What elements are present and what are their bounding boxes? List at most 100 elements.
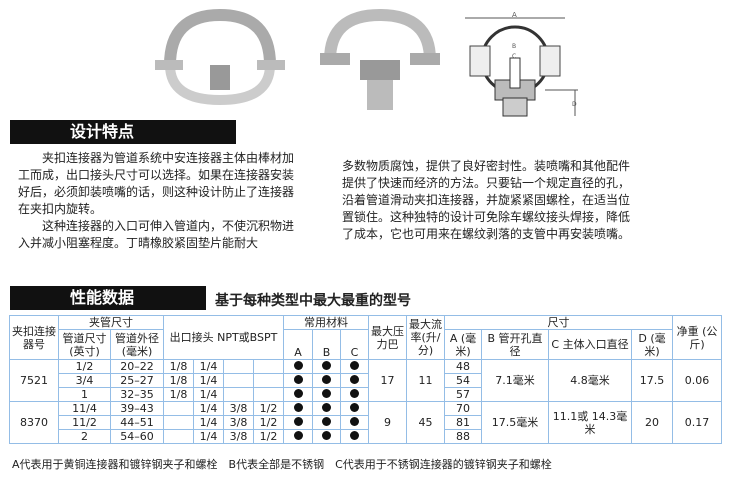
dim-d-cell: 20 bbox=[631, 401, 673, 444]
pipe-size-cell: 2 bbox=[58, 429, 111, 444]
header-dim-d: D (毫米) bbox=[631, 329, 673, 360]
weight-cell: 0.06 bbox=[672, 359, 722, 402]
filled-dot-icon bbox=[293, 361, 303, 370]
paragraph: 夹扣连接器为管道系统中安连接器主体由棒材加工而成，出口接头尺寸可以选择。如果在连… bbox=[18, 151, 295, 216]
header-flow: 最大流率(升/分) bbox=[406, 315, 445, 360]
material-cell bbox=[312, 429, 341, 444]
flow-cell: 45 bbox=[406, 401, 445, 444]
outlet-cell: 3/8 bbox=[223, 429, 254, 444]
outlet-cell: 1/2 bbox=[253, 401, 284, 416]
pipe-od-cell: 44–51 bbox=[110, 415, 164, 430]
dim-c-cell: 11.1或 14.3毫米 bbox=[548, 401, 632, 444]
flow-cell: 11 bbox=[406, 359, 445, 402]
dim-a-cell: 70 bbox=[444, 401, 482, 416]
material-cell bbox=[340, 373, 369, 388]
filled-dot-icon bbox=[322, 403, 331, 412]
dim-a-cell: 57 bbox=[444, 387, 482, 402]
header-outlet: 出口接头 NPT或BSPT bbox=[163, 315, 284, 360]
clamp-photo-2 bbox=[320, 8, 440, 110]
dim-a-cell: 81 bbox=[444, 415, 482, 430]
filled-dot-icon bbox=[293, 431, 303, 440]
weight-cell: 0.17 bbox=[672, 401, 722, 444]
material-cell bbox=[312, 387, 341, 402]
header-clamp: 夹管尺寸 bbox=[58, 315, 164, 330]
table-subtitle: 基于每种类型中最大最重的型号 bbox=[215, 293, 411, 309]
material-cell bbox=[340, 401, 369, 416]
filled-dot-icon bbox=[293, 417, 303, 426]
pipe-size-cell: 1/2 bbox=[58, 359, 111, 374]
outlet-cell bbox=[163, 401, 194, 416]
outlet-cell: 1/4 bbox=[193, 387, 224, 402]
filled-dot-icon bbox=[322, 361, 331, 370]
material-cell bbox=[283, 373, 313, 388]
dim-a-cell: 48 bbox=[444, 359, 482, 374]
material-cell bbox=[283, 415, 313, 430]
dim-d-cell: 17.5 bbox=[631, 359, 673, 402]
pipe-size-cell: 11/2 bbox=[58, 415, 111, 430]
header-mat-c: C bbox=[340, 329, 369, 360]
pipe-od-cell: 32–35 bbox=[110, 387, 164, 402]
pipe-size-cell: 11/4 bbox=[58, 401, 111, 416]
filled-dot-icon bbox=[350, 389, 359, 398]
section-title-performance: 性能数据 bbox=[10, 286, 206, 310]
material-cell bbox=[312, 359, 341, 374]
outlet-cell bbox=[223, 373, 254, 388]
filled-dot-icon bbox=[322, 417, 331, 426]
outlet-cell: 1/4 bbox=[193, 415, 224, 430]
svg-text:D: D bbox=[572, 101, 577, 108]
svg-text:A: A bbox=[512, 11, 517, 19]
material-cell bbox=[283, 387, 313, 402]
material-cell bbox=[312, 373, 341, 388]
filled-dot-icon bbox=[350, 403, 359, 412]
outlet-cell: 1/8 bbox=[163, 373, 194, 388]
dim-a-cell: 88 bbox=[444, 429, 482, 444]
header-dim-a: A (毫米) bbox=[444, 329, 482, 360]
header-dim-b: B 管开孔直径 bbox=[481, 329, 549, 360]
filled-dot-icon bbox=[350, 417, 359, 426]
outlet-cell: 1/8 bbox=[163, 359, 194, 374]
paragraph: 这种连接器的入口可伸入管道内，不使沉积物进入并减小阻塞程度。丁晴橡胶紧固垫片能耐… bbox=[18, 219, 295, 250]
header-model: 夹扣连接器号 bbox=[9, 315, 59, 360]
footnote: A代表用于黄铜连接器和镀锌钢夹子和螺栓 B代表全部是不锈钢 C代表用于不锈钢连接… bbox=[12, 458, 552, 471]
outlet-cell bbox=[163, 429, 194, 444]
header-pipe-size: 管道尺寸(英寸) bbox=[58, 329, 111, 360]
outlet-cell bbox=[253, 387, 284, 402]
dimension-drawing: A B C D bbox=[465, 11, 578, 117]
header-dim-c: C 主体入口直径 bbox=[548, 329, 632, 360]
pipe-size-cell: 3/4 bbox=[58, 373, 111, 388]
header-pressure: 最大压力巴 bbox=[368, 315, 407, 360]
pipe-od-cell: 54–60 bbox=[110, 429, 164, 444]
material-cell bbox=[312, 401, 341, 416]
outlet-cell bbox=[253, 359, 284, 374]
filled-dot-icon bbox=[350, 361, 359, 370]
svg-text:B: B bbox=[512, 43, 516, 50]
dim-c-cell: 4.8毫米 bbox=[548, 359, 632, 402]
section-title-design: 设计特点 bbox=[10, 120, 236, 144]
design-text-right: 多数物质腐蚀，提供了良好密封性。装喷嘴和其他配件提供了快速而经济的方法。只要钻一… bbox=[342, 159, 631, 241]
material-cell bbox=[340, 359, 369, 374]
filled-dot-icon bbox=[350, 375, 359, 384]
outlet-cell: 1/4 bbox=[193, 373, 224, 388]
filled-dot-icon bbox=[293, 389, 303, 398]
outlet-cell bbox=[223, 387, 254, 402]
header-mat-b: B bbox=[312, 329, 341, 360]
dim-b-cell: 17.5毫米 bbox=[481, 401, 549, 444]
material-cell bbox=[340, 429, 369, 444]
model-cell: 7521 bbox=[9, 359, 59, 402]
header-dims: 尺寸 bbox=[444, 315, 673, 330]
outlet-cell bbox=[223, 359, 254, 374]
outlet-cell: 1/4 bbox=[193, 359, 224, 374]
header-mat-a: A bbox=[283, 329, 313, 360]
dim-a-cell: 54 bbox=[444, 373, 482, 388]
material-cell bbox=[312, 415, 341, 430]
outlet-cell: 3/8 bbox=[223, 401, 254, 416]
outlet-cell: 1/4 bbox=[193, 429, 224, 444]
model-cell: 8370 bbox=[9, 401, 59, 444]
performance-table: 夹扣连接器号 夹管尺寸 出口接头 NPT或BSPT 常用材料 最大压力巴 最大流… bbox=[9, 315, 722, 444]
svg-text:C: C bbox=[512, 53, 516, 60]
material-cell bbox=[283, 429, 313, 444]
